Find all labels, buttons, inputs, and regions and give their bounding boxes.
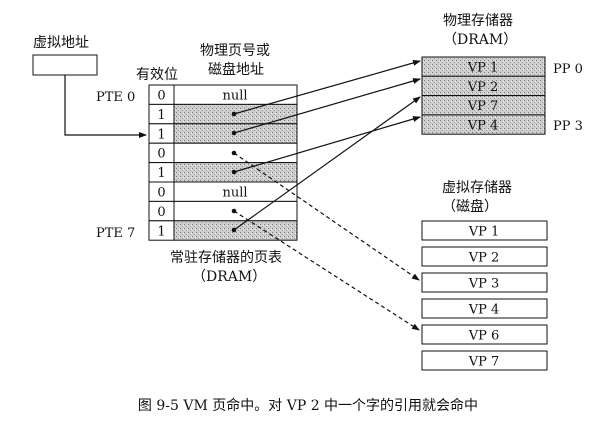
virtual-address-arrow <box>64 75 147 138</box>
disk-page-cell <box>421 220 548 241</box>
pte7-label: PTE 7 <box>96 226 135 241</box>
disk-page: VP 1 <box>421 220 548 241</box>
pp0-label: PP 0 <box>553 62 583 77</box>
virtual-address-box <box>32 54 98 76</box>
addr-header-line1: 物理页号或 <box>200 43 270 59</box>
pte0-label: PTE 0 <box>96 90 135 105</box>
valid-bit: 1 <box>157 108 165 123</box>
valid-bit: 0 <box>157 205 165 220</box>
valid-bit: 0 <box>157 147 165 162</box>
pointer-dot <box>231 150 237 156</box>
disk-page: VP 4 <box>421 298 548 319</box>
page-table-row: 0 null <box>148 84 298 105</box>
physical-page-label: VP 2 <box>467 80 499 95</box>
valid-bit: 1 <box>157 166 165 181</box>
page-table-row: 1 <box>148 123 298 144</box>
arrow-pte1-vp1 <box>233 60 421 115</box>
page-table-row: 1 <box>148 220 298 241</box>
physical-page: VP 2 <box>421 75 546 97</box>
pointer-dot <box>231 111 237 117</box>
figure-caption: 图 9-5 VM 页命中。对 VP 2 中一个字的引用就会命中 <box>138 397 478 414</box>
disk-page-cell <box>421 324 548 345</box>
arrow-pte2-vp2 <box>233 78 421 134</box>
disk-page: VP 7 <box>421 350 548 371</box>
valid-bit: 1 <box>157 224 165 239</box>
disk-page: VP 6 <box>421 324 548 345</box>
physical-page: VP 4 <box>421 114 546 135</box>
page-table-caption-line2: （DRAM） <box>192 269 266 285</box>
physical-memory-title: 物理存储器 <box>443 13 513 29</box>
physical-page: VP 1 <box>421 56 546 77</box>
disk-page: VP 2 <box>421 246 548 267</box>
pointer-dot <box>231 130 237 136</box>
disk-page-cell <box>421 272 548 293</box>
arrow-pte6-disk-vp6 <box>233 210 420 331</box>
page-table: 0 null 1 1 0 1 0 null 0 1 <box>148 84 298 241</box>
page-table-caption-line1: 常驻存储器的页表 <box>170 250 282 266</box>
disk-page: VP 3 <box>421 272 548 293</box>
valid-bit: 1 <box>157 127 165 142</box>
pointer-dot <box>231 208 237 214</box>
physical-page-label: VP 1 <box>467 61 499 76</box>
disk-page-label: VP 6 <box>468 329 500 344</box>
physical-memory: VP 1 VP 2 VP 7 VP 4 <box>421 56 546 135</box>
physical-memory-subtitle: （DRAM） <box>443 32 517 48</box>
address-value: null <box>222 89 247 104</box>
disk-page-label: VP 4 <box>468 303 500 318</box>
pointer-dot <box>231 227 237 233</box>
virtual-address-label: 虚拟地址 <box>33 35 89 51</box>
virtual-memory-subtitle: （磁盘） <box>442 198 498 215</box>
address-value: null <box>222 186 247 201</box>
arrow-pte4-vp4 <box>233 116 421 173</box>
disk-page-cell <box>421 246 548 267</box>
disk-page-cell <box>421 350 548 371</box>
page-table-row: 0 null <box>148 181 298 202</box>
virtual-memory: VP 1 VP 2 VP 3 VP 4 VP 6 VP 7 <box>421 220 548 371</box>
disk-page-cell <box>421 298 548 319</box>
arrow-pte7-vp7 <box>233 96 421 231</box>
arrow-pte3-disk-vp3 <box>233 152 420 281</box>
virtual-memory-title: 虚拟存储器 <box>442 180 512 196</box>
valid-header: 有效位 <box>136 67 178 83</box>
disk-page-label: VP 2 <box>468 251 500 266</box>
pp3-label: PP 3 <box>553 119 583 134</box>
physical-page-cell <box>421 114 546 135</box>
disk-page-label: VP 7 <box>468 355 500 370</box>
page-table-row: 1 <box>148 162 298 183</box>
physical-page: VP 7 <box>421 95 546 116</box>
physical-page-label: VP 4 <box>467 118 499 133</box>
mapping-arrows <box>233 60 421 331</box>
addr-header-line2: 磁盘地址 <box>208 61 264 78</box>
page-table-row: 0 <box>148 200 298 222</box>
valid-bit: 0 <box>157 89 165 104</box>
disk-page-label: VP 3 <box>468 277 500 292</box>
pointer-dot <box>231 169 237 175</box>
valid-bit: 0 <box>157 186 165 201</box>
physical-page-label: VP 7 <box>467 99 499 114</box>
disk-page-label: VP 1 <box>468 225 500 240</box>
